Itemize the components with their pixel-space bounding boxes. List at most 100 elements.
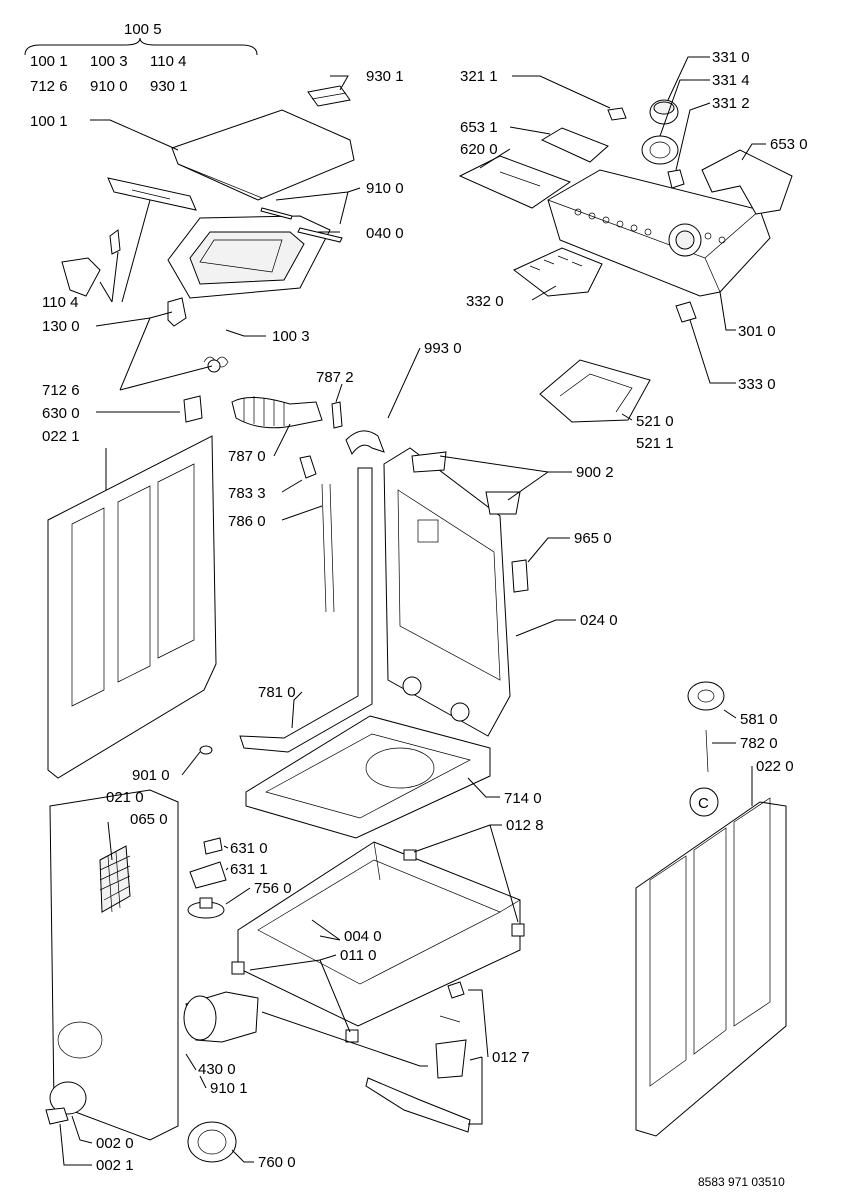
base-tray (245, 715, 491, 839)
label-0127: 012 7 (492, 1049, 530, 1066)
label-0110: 011 0 (340, 947, 376, 964)
rear-bracket-part (701, 149, 793, 215)
label-7126: 712 6 (42, 382, 80, 399)
sensor-tube-part (705, 729, 709, 773)
rear-frame (383, 447, 529, 737)
side-clip-part (511, 559, 529, 593)
block-part (183, 395, 203, 423)
label-3211: 321 1 (460, 68, 498, 85)
label-1003-group: 100 3 (90, 53, 128, 70)
control-panel-part (547, 169, 771, 297)
label-0021: 002 1 (96, 1157, 134, 1174)
label-0020: 002 0 (96, 1135, 134, 1152)
clip-part (675, 301, 697, 323)
label-9010: 901 0 (132, 767, 170, 784)
label-9101: 910 1 (210, 1080, 248, 1097)
label-9650: 965 0 (574, 530, 612, 547)
connector-part (411, 451, 447, 473)
hoses (183, 395, 385, 755)
front-panel (45, 789, 179, 1141)
label-1003: 100 3 (272, 328, 310, 345)
label-9100-group: 910 0 (90, 78, 128, 95)
label-0221: 022 1 (42, 428, 80, 445)
label-3310: 331 0 (712, 49, 750, 66)
label-4300: 430 0 (198, 1061, 236, 1078)
header-group: 100 5 100 1 100 3 110 4 712 6 910 0 930 … (24, 21, 258, 95)
cap-part (199, 745, 213, 755)
lock-part (167, 297, 187, 327)
label-3320: 332 0 (466, 293, 504, 310)
label-7560: 756 0 (254, 880, 292, 897)
label-0220: 022 0 (756, 758, 794, 775)
label-1104: 110 4 (42, 294, 78, 311)
side-panel-right-part (635, 801, 787, 1137)
label-ref-c: C (698, 795, 709, 812)
label-7860: 786 0 (228, 513, 266, 530)
lid-part (171, 109, 355, 201)
hinge-part (61, 257, 101, 297)
label-5810: 581 0 (740, 711, 778, 728)
ref-circle (689, 787, 719, 817)
label-7820: 782 0 (740, 735, 778, 752)
label-6310: 631 0 (230, 840, 268, 857)
foot-screw-part (447, 981, 465, 999)
bellows-hose-part (231, 397, 323, 429)
label-6530: 653 0 (770, 136, 808, 153)
label-7833: 783 3 (228, 485, 266, 502)
label-0650: 065 0 (130, 811, 168, 828)
rod-part (297, 227, 343, 243)
tube-part (321, 483, 335, 613)
label-0128: 012 8 (506, 817, 544, 834)
label-6300: 630 0 (42, 405, 80, 422)
label-5211: 521 1 (636, 435, 674, 452)
dial-part (641, 135, 679, 165)
label-0210: 021 0 (106, 789, 144, 806)
base-tray-part (245, 715, 491, 839)
label-9930: 993 0 (424, 340, 462, 357)
switch-block-part (513, 247, 603, 297)
right-side-panel (635, 681, 787, 1137)
bracket-part (540, 127, 609, 163)
label-0400: 040 0 (366, 225, 404, 242)
foot-bracket-part (435, 1039, 467, 1079)
spring-part (203, 356, 229, 368)
label-6311: 631 1 (230, 861, 268, 878)
label-5210: 521 0 (636, 413, 674, 430)
display-board-part (458, 155, 572, 209)
foot-part (403, 849, 417, 861)
sensor-part (687, 681, 725, 711)
label-1104-group: 110 4 (150, 53, 186, 70)
label-9002: 900 2 (576, 464, 614, 481)
label-3330: 333 0 (738, 376, 776, 393)
group-brace (24, 37, 258, 56)
label-0040: 004 0 (344, 928, 382, 945)
leader-lines (59, 56, 766, 1166)
foot-lever-part (365, 1077, 471, 1133)
shaft-part (667, 169, 685, 189)
label-7870: 787 0 (228, 448, 266, 465)
filter-door-part (49, 1081, 87, 1115)
filter-part (187, 1121, 237, 1163)
label-1001: 100 1 (30, 113, 68, 130)
label-6200: 620 0 (460, 141, 498, 158)
front-strip-part (107, 177, 197, 211)
label-1001-group: 100 1 (30, 53, 68, 70)
side-panel-left-part (47, 435, 217, 779)
label-7872: 787 2 (316, 369, 354, 386)
hook-part (345, 430, 385, 456)
label-1300: 130 0 (42, 318, 80, 335)
label-7126-group: 712 6 (30, 78, 68, 95)
label-9301-group: 930 1 (150, 78, 188, 95)
chassis (183, 837, 525, 1163)
valve-part (331, 401, 343, 429)
lid-edge (177, 163, 263, 199)
document-number: 8583 971 03510 (698, 1175, 785, 1189)
lid-assembly (61, 85, 355, 373)
label-9100: 910 0 (366, 180, 404, 197)
foot-assembly (365, 981, 471, 1133)
label-7600: 760 0 (258, 1154, 296, 1171)
label-6531: 653 1 (460, 119, 498, 136)
label-3010: 301 0 (738, 323, 776, 340)
